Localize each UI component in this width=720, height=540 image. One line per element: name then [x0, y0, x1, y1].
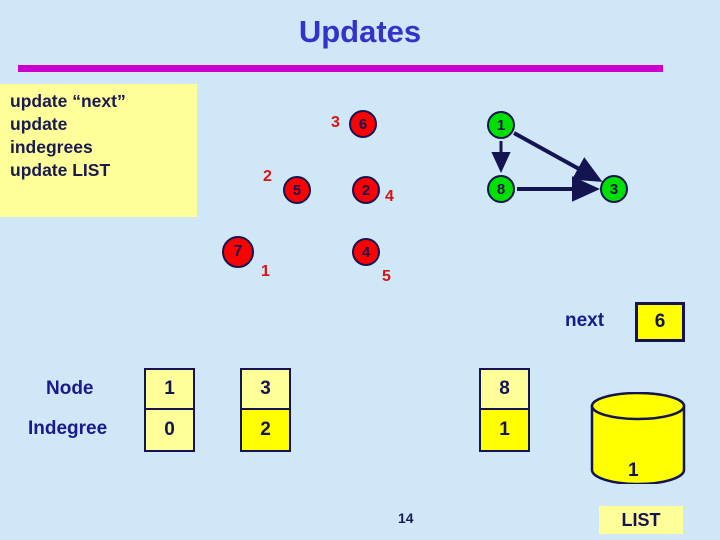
- table-cell-node-1[interactable]: 1: [146, 370, 193, 410]
- graph-node-7[interactable]: 7: [222, 236, 254, 268]
- notes-line-3: indegrees: [10, 137, 93, 157]
- graph-node-8[interactable]: 8: [487, 175, 515, 203]
- table-row-header-node: Node: [46, 378, 94, 399]
- table-cell-node-2[interactable]: 3: [242, 370, 289, 410]
- list-label: LIST: [599, 506, 683, 534]
- notes-line-2: update: [10, 114, 68, 134]
- notes-line-1: update “next”: [10, 91, 126, 111]
- table-column-2: 3 2: [240, 368, 291, 452]
- table-cell-indegree-3[interactable]: 1: [481, 410, 528, 450]
- graph-node-5-indegree-label: 2: [263, 168, 272, 185]
- table-cell-indegree-1[interactable]: 0: [146, 410, 193, 450]
- table-cell-indegree-2[interactable]: 2: [242, 410, 289, 450]
- graph-node-6[interactable]: 6: [349, 110, 377, 138]
- next-label: next: [565, 310, 605, 331]
- list-cylinder-icon: [590, 392, 686, 484]
- title-divider: [18, 65, 663, 72]
- graph-node-7-indegree-label: 1: [261, 263, 270, 280]
- graph-node-4-indegree-label: 5: [382, 268, 391, 285]
- table-cell-node-3[interactable]: 8: [481, 370, 528, 410]
- page-number: 14: [398, 510, 414, 526]
- page-title: Updates: [298, 14, 422, 49]
- graph-node-2[interactable]: 2: [352, 176, 380, 204]
- notes-box: update “next” update indegrees update LI…: [0, 84, 197, 217]
- graph-node-5[interactable]: 5: [283, 176, 311, 204]
- notes-line-4: update LIST: [10, 160, 111, 180]
- list-cylinder-value: 1: [628, 460, 639, 481]
- table-column-1: 1 0: [144, 368, 195, 452]
- graph-node-4[interactable]: 4: [352, 238, 380, 266]
- table-row-header-indegree: Indegree: [28, 418, 108, 439]
- graph-node-3[interactable]: 3: [600, 175, 628, 203]
- edge-1-to-3: [513, 131, 603, 182]
- graph-node-2-indegree-label: 4: [385, 188, 394, 205]
- graph-node-6-indegree-label: 3: [331, 114, 340, 131]
- next-value-box[interactable]: 6: [635, 302, 685, 342]
- table-column-3: 8 1: [479, 368, 530, 452]
- graph-node-1[interactable]: 1: [487, 111, 515, 139]
